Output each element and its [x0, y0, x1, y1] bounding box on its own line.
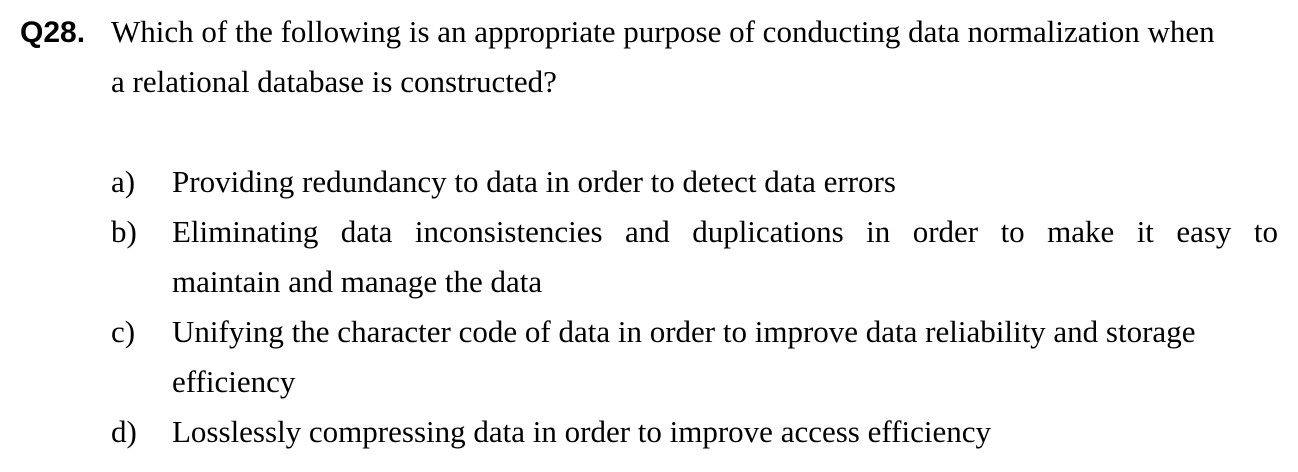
option-label: c) [111, 314, 136, 349]
question-number: Q28. [20, 16, 86, 49]
option-text-line-1: Unifying the character code of data in o… [172, 314, 1196, 349]
option-text: Providing redundancy to data in order to… [172, 164, 896, 199]
option-text: Losslessly compressing data in order to … [172, 414, 991, 449]
option-text: Eliminating data inconsistencies and dup… [172, 214, 1278, 250]
option-text-line-2: maintain and manage the data [172, 264, 543, 299]
option-text-line-2: efficiency [172, 364, 296, 399]
option-text-line-1: Eliminating data inconsistencies and dup… [172, 214, 1278, 249]
option-label: b) [111, 214, 137, 249]
question-text-line-1: Which of the following is an appropriate… [111, 14, 1215, 49]
option-label: a) [111, 164, 136, 199]
question-text-line-2: a relational database is constructed? [111, 64, 557, 99]
option-label: d) [111, 414, 137, 449]
